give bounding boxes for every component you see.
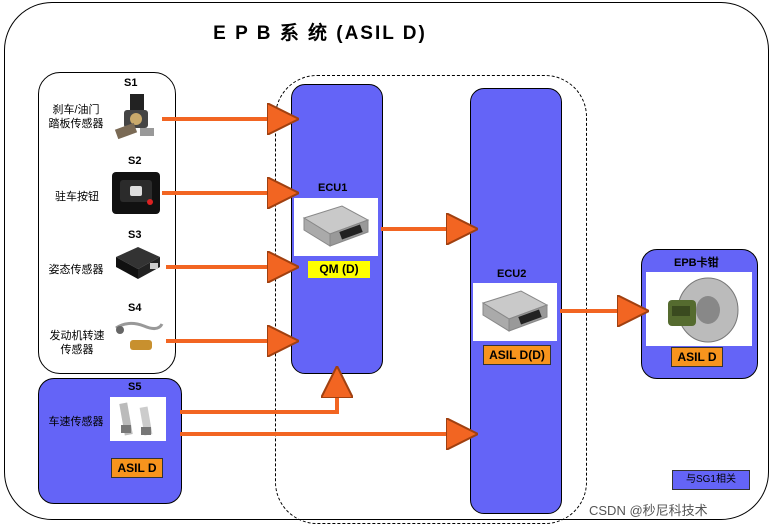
ecu2-label: ECU2 xyxy=(497,268,527,280)
ecu1-label: ECU1 xyxy=(318,182,348,194)
sg1-note: 与SG1相关 xyxy=(672,470,750,490)
epb-caliper-image xyxy=(646,272,752,346)
epb-asil-badge: ASIL D xyxy=(671,347,723,367)
diagram-title: E P B 系 统 (ASIL D) xyxy=(213,23,427,44)
vehicle-speed-sensor-image xyxy=(110,397,166,441)
sensor-s1-id: S1 xyxy=(124,77,138,89)
sensor-s2-id: S2 xyxy=(128,155,142,167)
pedal-sensor-image xyxy=(110,92,162,144)
arrow-s5-ecu1 xyxy=(180,382,337,414)
sensor-s1-label: 刹车/油门 踏板传感器 xyxy=(48,104,104,130)
csdn-watermark: CSDN @秒尼科技术 xyxy=(589,503,708,518)
attitude-sensor-image xyxy=(110,243,166,283)
sensor-s5-label: 车速传感器 xyxy=(48,416,104,428)
s5-asil-badge: ASIL D xyxy=(111,458,163,478)
sensor-s4-id: S4 xyxy=(128,302,142,314)
engine-speed-sensor-image xyxy=(110,316,166,358)
sensor-s5-id: S5 xyxy=(128,381,142,393)
ecu1-asil-badge: QM (D) xyxy=(308,261,370,278)
sensor-s4-label: 发动机转速 传感器 xyxy=(49,330,105,356)
sensor-s3-id: S3 xyxy=(128,229,142,241)
ecu2-image xyxy=(473,283,557,341)
sensor-s3-label: 姿态传感器 xyxy=(48,264,104,276)
parking-button-image xyxy=(110,170,162,216)
sensor-s2-label: 驻车按钮 xyxy=(55,191,99,203)
ecu1-image xyxy=(294,198,378,256)
epb-label: EPB卡钳 xyxy=(674,257,719,269)
ecu2-asil-badge: ASIL D(D) xyxy=(483,345,551,365)
ecu-group-boundary xyxy=(275,75,587,524)
